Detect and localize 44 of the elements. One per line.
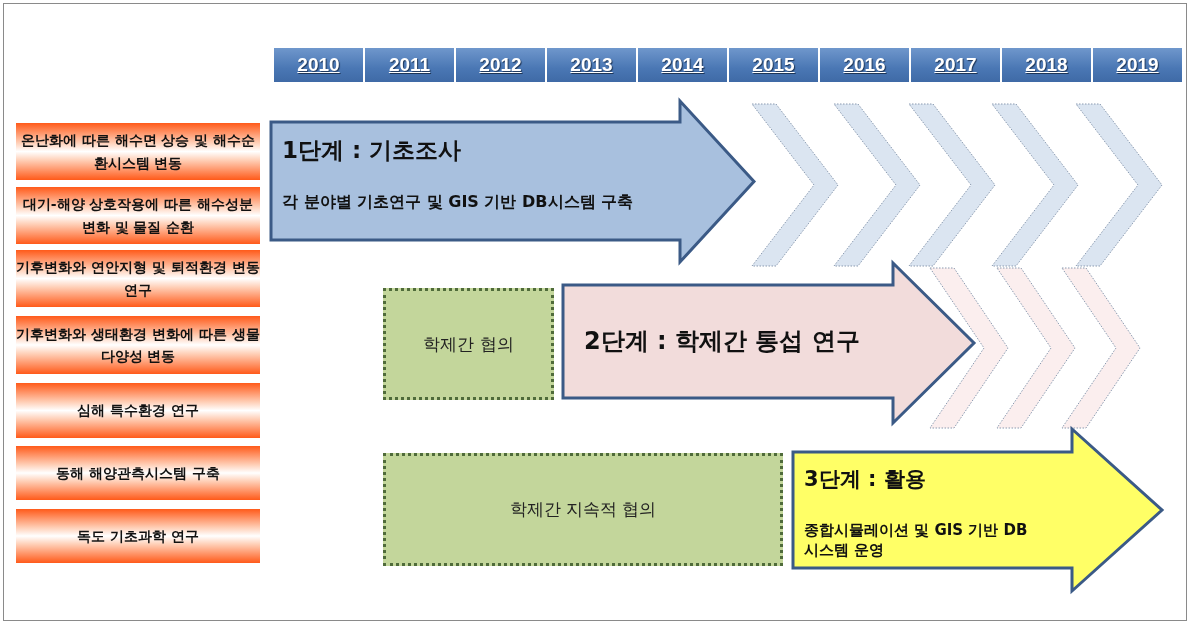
topic-box (16, 509, 260, 563)
phase-title: 2단계 : 학제간 통섭 연구 (584, 325, 861, 357)
topic-box (16, 383, 260, 438)
chevron-shape (1062, 268, 1140, 428)
chevron-shape (992, 104, 1078, 266)
topic-box (16, 446, 260, 500)
year-header: 2018 (1002, 48, 1091, 82)
topic-label: 독도 기초과학 연구 (77, 526, 199, 546)
phase-arrow (792, 428, 1163, 592)
phase-title: 1단계 : 기초조사 (282, 136, 463, 165)
topic-box (16, 187, 260, 244)
phase-title: 3단계 : 활용 (804, 466, 927, 493)
year-header: 2012 (456, 48, 545, 82)
year-header: 2011 (365, 48, 454, 82)
year-header: 2013 (547, 48, 636, 82)
topic-label: 동해 해양관측시스템 구축 (56, 463, 220, 483)
year-header: 2016 (820, 48, 909, 82)
year-header: 2015 (729, 48, 818, 82)
phase-description: 종합시뮬레이션 및 GIS 기반 DB 시스템 운영 (804, 521, 1029, 561)
box-label: 학제간 지속적 협의 (509, 498, 657, 521)
box-label: 학제간 협의 (423, 332, 514, 356)
chevron-shape (930, 268, 1008, 428)
chevron-shape (752, 104, 838, 266)
phase-description: 각 분야별 기초연구 및 GIS 기반 DB시스템 구축 (282, 191, 635, 213)
year-header: 2014 (638, 48, 727, 82)
phase-arrow (270, 100, 755, 263)
chevron-shape (909, 104, 995, 266)
topic-label: 대기-해양 상호작용에 따른 해수성분 변화 및 물질 순환 (21, 195, 255, 237)
topic-box (16, 250, 260, 307)
year-header: 2010 (274, 48, 363, 82)
topic-label: 온난화에 따른 해수면 상승 및 해수순환시스템 변동 (19, 131, 257, 173)
phase-arrow (562, 262, 975, 424)
topic-label: 기후변화와 연안지형 및 퇴적환경 변동 연구 (16, 258, 260, 300)
topic-label: 심해 특수환경 연구 (77, 401, 199, 421)
chevron-shape (1076, 104, 1162, 266)
phase-box (383, 453, 783, 566)
chevron-shape (997, 268, 1075, 428)
topic-box (16, 316, 260, 374)
year-header: 2017 (911, 48, 1000, 82)
topic-label: 기후변화와 생태환경 변화에 따른 생물다양성 변동 (16, 324, 260, 366)
year-header: 2019 (1093, 48, 1182, 82)
chevron-shape (834, 104, 920, 266)
phase-box (383, 288, 554, 400)
topic-box (16, 123, 260, 180)
